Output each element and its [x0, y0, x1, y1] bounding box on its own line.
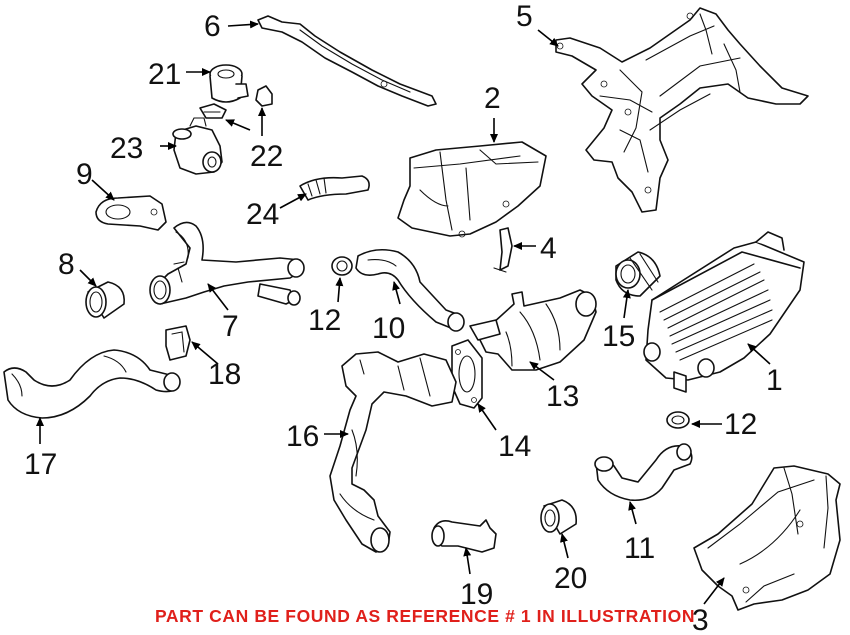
part-17-hose: [3, 349, 181, 419]
part-7-intake-pipe: [149, 221, 305, 306]
callout-11: 11: [624, 532, 655, 565]
part-14-gasket: [451, 339, 483, 409]
callout-19: 19: [460, 578, 493, 611]
part-13-charge-pipe: [469, 289, 597, 371]
part-19-hose: [431, 519, 497, 553]
part-15-coupling: [615, 251, 661, 297]
callout-17: 17: [24, 448, 57, 481]
part-6-bracket: [257, 15, 437, 107]
callout-2: 2: [484, 82, 501, 115]
callout-23: 23: [110, 132, 143, 165]
part-20-coupling: [540, 499, 578, 535]
callout-22: 22: [250, 140, 283, 173]
callout-10: 10: [372, 312, 405, 345]
callout-4: 4: [540, 232, 557, 265]
leader-arrows: [36, 20, 771, 605]
callout-14: 14: [498, 430, 531, 463]
part-18-clip: [165, 325, 191, 361]
callout-13: 13: [546, 380, 579, 413]
callout-8: 8: [58, 248, 75, 281]
callout-12-lower: 12: [724, 408, 757, 441]
callout-6: 6: [204, 10, 221, 43]
part-12-seal-ring-lower: [666, 411, 690, 429]
part-2-air-duct: [397, 141, 547, 238]
part-3-air-guide: [693, 465, 841, 611]
part-22-clip: [199, 85, 273, 119]
part-8-coupling: [85, 281, 125, 319]
callout-7: 7: [222, 310, 239, 343]
part-9-bracket: [95, 195, 167, 231]
part-5-support-frame: [555, 7, 809, 213]
callout-16: 16: [286, 420, 319, 453]
callout-21: 21: [148, 58, 181, 91]
part-12-seal-ring-upper: [331, 256, 353, 276]
callout-15: 15: [602, 320, 635, 353]
callout-20: 20: [554, 562, 587, 595]
callout-9: 9: [76, 158, 93, 191]
part-11-hose: [594, 443, 693, 502]
part-24-hose: [299, 175, 370, 201]
reference-caption: PART CAN BE FOUND AS REFERENCE # 1 IN IL…: [154, 606, 696, 626]
callout-5: 5: [516, 0, 533, 33]
part-21-valve: [209, 64, 249, 103]
part-1-intercooler: [643, 231, 805, 393]
callout-3: 3: [692, 604, 709, 635]
callout-1: 1: [766, 364, 783, 397]
callout-18: 18: [208, 358, 241, 391]
part-10-hose: [355, 248, 465, 332]
part-4-bracket: [493, 227, 513, 273]
callout-24: 24: [246, 198, 279, 231]
callout-12-upper: 12: [308, 304, 341, 337]
part-16-intake-elbow: [329, 351, 457, 553]
part-23-diverter-valve: [172, 117, 223, 175]
